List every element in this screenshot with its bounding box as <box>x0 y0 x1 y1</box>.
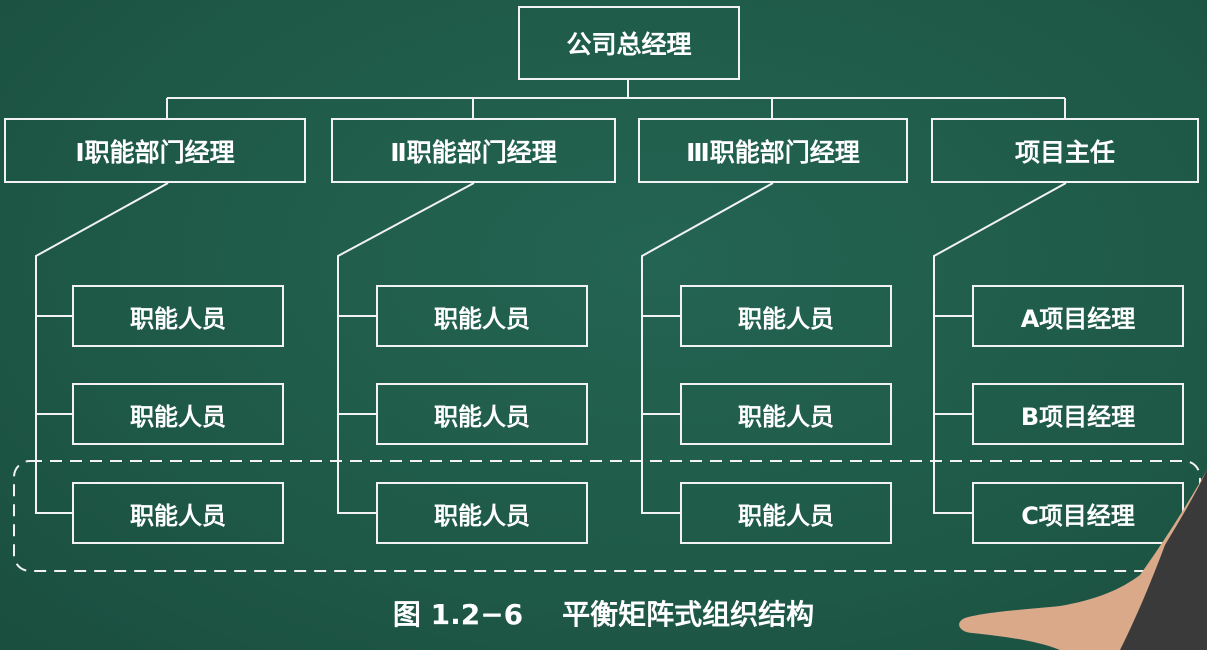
manager-box-3: Ⅲ职能部门经理 <box>638 118 908 183</box>
staff-label: 职能人员 <box>738 402 834 431</box>
figure-caption: 图 1.2−6 平衡矩阵式组织结构 <box>392 598 815 631</box>
project-manager-label: A项目经理 <box>1020 304 1136 333</box>
staff-box: 职能人员 <box>680 482 892 544</box>
staff-label: 职能人员 <box>738 304 834 333</box>
manager-label-1: Ⅰ职能部门经理 <box>75 137 235 167</box>
manager-box-2: Ⅱ职能部门经理 <box>331 118 616 183</box>
staff-box: 职能人员 <box>72 383 284 445</box>
staff-label: 职能人员 <box>130 402 226 431</box>
staff-label: 职能人员 <box>130 501 226 530</box>
project-manager-box-a: A项目经理 <box>972 285 1184 347</box>
manager-box-1: Ⅰ职能部门经理 <box>4 118 306 183</box>
staff-label: 职能人员 <box>130 304 226 333</box>
manager-label-3: Ⅲ职能部门经理 <box>686 137 860 167</box>
staff-label: 职能人员 <box>434 402 530 431</box>
staff-box: 职能人员 <box>72 285 284 347</box>
project-manager-box-b: B项目经理 <box>972 383 1184 445</box>
manager-label-2: Ⅱ职能部门经理 <box>390 137 557 167</box>
general-manager-label: 公司总经理 <box>566 30 692 59</box>
general-manager-box: 公司总经理 <box>518 6 740 80</box>
project-manager-label: B项目经理 <box>1020 402 1136 431</box>
staff-label: 职能人员 <box>738 501 834 530</box>
project-director-box: 项目主任 <box>931 118 1199 183</box>
staff-box: 职能人员 <box>72 482 284 544</box>
project-manager-label: C项目经理 <box>1021 501 1135 530</box>
staff-box: 职能人员 <box>376 383 588 445</box>
project-director-label: 项目主任 <box>1014 137 1115 167</box>
staff-label: 职能人员 <box>434 501 530 530</box>
staff-box: 职能人员 <box>376 482 588 544</box>
staff-label: 职能人员 <box>434 304 530 333</box>
staff-box: 职能人员 <box>680 383 892 445</box>
staff-box: 职能人员 <box>680 285 892 347</box>
staff-box: 职能人员 <box>376 285 588 347</box>
project-manager-box-c: C项目经理 <box>972 482 1184 544</box>
